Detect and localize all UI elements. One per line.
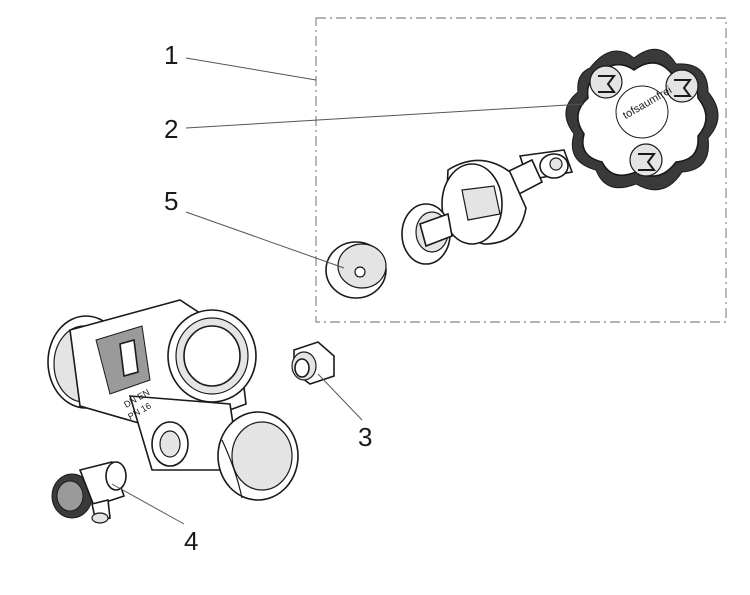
screw-plug [291,341,335,385]
drain-valve [51,461,127,524]
washer-disc [325,241,387,299]
handwheel: tofsaumfrei [565,48,719,191]
callout-1: 1 [164,40,178,70]
assembly-1-frame [315,17,727,323]
callout-4: 4 [184,526,198,556]
callout-3: 3 [358,422,372,452]
leader-line-4 [111,483,185,525]
leader-line-5 [185,211,345,269]
spindle-assembly [401,149,574,265]
leader-line-2 [185,103,585,129]
callout-2: 2 [164,114,178,144]
leader-line-1 [185,57,317,81]
callout-5: 5 [164,186,178,216]
valve-body: DN EN PN 16 [47,299,299,501]
leader-line-3 [317,373,363,421]
